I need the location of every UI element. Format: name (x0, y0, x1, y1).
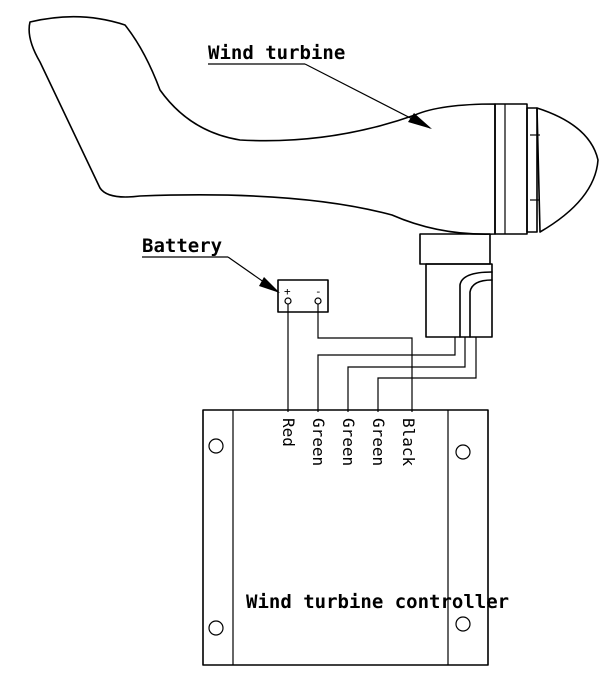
controller-body (202, 409, 489, 666)
wire-label-green-3: Green (369, 418, 388, 466)
wind-turbine (28, 15, 599, 338)
wire-label-green-2: Green (339, 418, 358, 466)
battery-body (277, 279, 329, 313)
turbine-tower-joint (419, 233, 491, 265)
battery-plus-terminal: + (284, 285, 291, 298)
turbine-hub-cone-base (526, 107, 538, 233)
turbine-label: Wind turbine (208, 42, 345, 64)
mount-hole-top-left (208, 438, 224, 454)
mount-hole-bottom-right (455, 616, 471, 632)
wire-label-black: Black (399, 418, 418, 467)
turbine-leader-line (304, 63, 431, 129)
turbine-leader-arrow (408, 113, 432, 129)
mount-hole-top-right (455, 444, 471, 460)
controller-label: Wind turbine controller (246, 591, 509, 613)
mount-hole-bottom-left (208, 620, 224, 636)
turbine-nose-cone (536, 107, 599, 233)
wire-label-green-1: Green (309, 418, 328, 466)
wire-black (317, 304, 413, 412)
turbine-junction-box (425, 263, 493, 338)
wire-green-1 (317, 337, 456, 412)
turbine-tail-body (28, 15, 496, 235)
battery: + - (277, 279, 329, 313)
wire-label-red: Red (279, 418, 298, 447)
wire-green-2 (347, 337, 466, 412)
wire-green-3 (377, 337, 477, 412)
wires (287, 304, 477, 412)
battery-label: Battery (142, 235, 222, 257)
turbine-hub-ring (494, 103, 528, 235)
battery-minus-terminal: - (315, 285, 322, 298)
battery-leader-arrow (259, 277, 280, 293)
controller: Wind turbine controller (202, 409, 509, 666)
